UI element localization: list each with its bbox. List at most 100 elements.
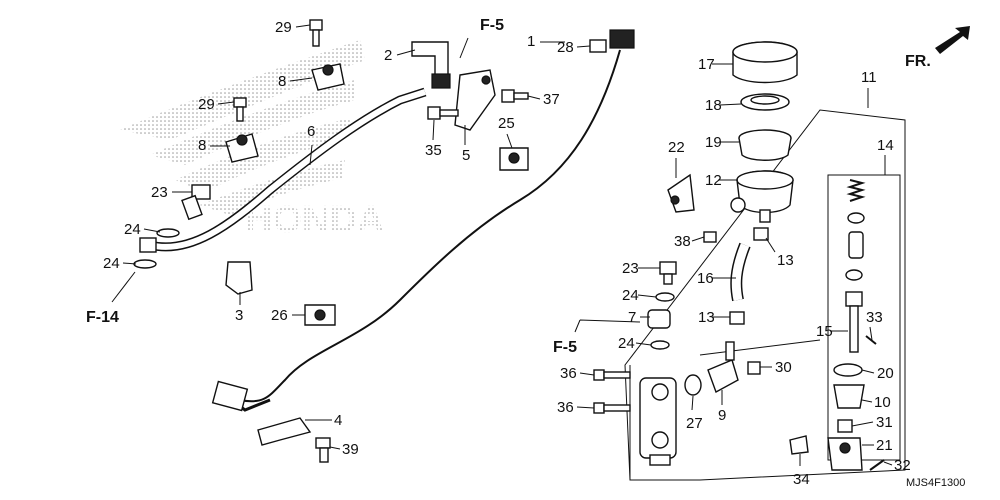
reservoir-cap-17 [732, 41, 798, 84]
bolt-36-b [593, 402, 631, 414]
callout-leader-24 [143, 228, 161, 233]
callout-5: 5 [462, 147, 470, 164]
callout-26: 26 [271, 307, 288, 324]
joint-7 [647, 309, 671, 329]
callout-3: 3 [235, 307, 243, 324]
clip-13-top [753, 227, 769, 241]
callout-24: 24 [103, 255, 120, 272]
callout-leader-2 [396, 49, 416, 56]
callout-9: 9 [718, 407, 726, 424]
callout-22: 22 [668, 139, 685, 156]
callout-24: 24 [622, 287, 639, 304]
callout-36: 36 [560, 365, 577, 382]
group-box-lines [629, 339, 821, 480]
screw-30 [747, 361, 761, 375]
callout-leader-36 [579, 372, 595, 376]
callout-17: 17 [698, 56, 715, 73]
callout-16: 16 [697, 270, 714, 287]
callout-leader-29 [295, 24, 311, 28]
screw-38 [703, 231, 717, 243]
callout-27: 27 [686, 415, 703, 432]
oil-bolt-23-right [659, 261, 677, 285]
callout-1: 1 [527, 33, 535, 50]
callout-24: 24 [618, 335, 635, 352]
callout-33: 33 [866, 309, 883, 326]
reference-f14: F-14 [86, 309, 119, 326]
hose-16 [730, 242, 751, 302]
clip-34 [789, 435, 809, 455]
circlip-20 [833, 363, 863, 377]
callout-35: 35 [425, 142, 442, 159]
plate-19 [740, 93, 790, 111]
callout-leader-24 [637, 294, 657, 298]
callout-19: 19 [705, 134, 722, 151]
callout-leader-20 [861, 369, 875, 374]
reference-f5-bottom: F-5 [553, 339, 577, 356]
callout-leader-6 [309, 144, 313, 166]
callout-13: 13 [777, 252, 794, 269]
clip-13-bottom [729, 311, 745, 325]
callout-29: 29 [275, 19, 292, 36]
callout-20: 20 [877, 365, 894, 382]
callout-leader-13 [765, 237, 776, 253]
diagram-code: MJS4F1300 [906, 477, 965, 489]
callout-leader-27 [691, 395, 694, 411]
callout-8: 8 [278, 73, 286, 90]
cup-b [845, 269, 863, 281]
clamp-3 [225, 261, 253, 295]
clamp-8-upper [311, 63, 345, 91]
f5-top-leader [459, 37, 469, 59]
oring-27 [684, 374, 702, 396]
bracket-4 [257, 417, 312, 446]
switch-connector [609, 29, 635, 49]
callout-21: 21 [876, 437, 893, 454]
callout-36: 36 [557, 399, 574, 416]
bolt-36-a [593, 369, 631, 381]
reference-f5-top: F-5 [480, 17, 504, 34]
pin-33 [865, 335, 877, 345]
callout-30: 30 [775, 359, 792, 376]
diaphragm-18 [738, 129, 792, 161]
callout-6: 6 [307, 123, 315, 140]
callout-leader-33 [869, 326, 873, 341]
oil-bolt-23-left [181, 184, 211, 221]
bracket-2 [411, 41, 451, 89]
callout-37: 37 [543, 91, 560, 108]
callout-leader-25 [506, 133, 513, 149]
f14-leader [111, 271, 136, 303]
callout-15: 15 [816, 323, 833, 340]
callout-25: 25 [498, 115, 515, 132]
callout-leader-32 [883, 461, 893, 466]
callout-13: 13 [698, 309, 715, 326]
clamp-8-lower [225, 133, 259, 163]
callout-leader-36 [576, 406, 595, 409]
callout-12: 12 [705, 172, 722, 189]
front-direction-arrow: FR. [905, 26, 970, 70]
washer-24-d [650, 340, 670, 350]
grommet-25 [499, 147, 529, 171]
spring-14 [846, 179, 866, 202]
f5-bottom-leader [574, 319, 641, 333]
callout-29: 29 [198, 96, 215, 113]
callout-38: 38 [674, 233, 691, 250]
callout-7: 7 [628, 309, 636, 326]
joint-9 [707, 341, 739, 394]
stay-22 [667, 173, 695, 213]
callout-4: 4 [334, 412, 342, 429]
callout-leader-24 [122, 262, 137, 265]
callout-32: 32 [894, 457, 911, 474]
callout-leader-28 [576, 45, 591, 48]
bolt-39 [315, 437, 331, 463]
callout-11: 11 [861, 69, 877, 86]
master-cylinder-body [639, 377, 677, 466]
callout-leader-29 [217, 101, 235, 105]
clip-28 [589, 39, 607, 53]
callout-leader-37 [527, 95, 541, 100]
hose-joint [139, 237, 157, 253]
callout-leader-10 [861, 399, 873, 403]
pin-32 [869, 459, 885, 471]
bolt-29-top [309, 19, 323, 47]
callout-28: 28 [557, 39, 574, 56]
bracket-5 [454, 69, 496, 131]
